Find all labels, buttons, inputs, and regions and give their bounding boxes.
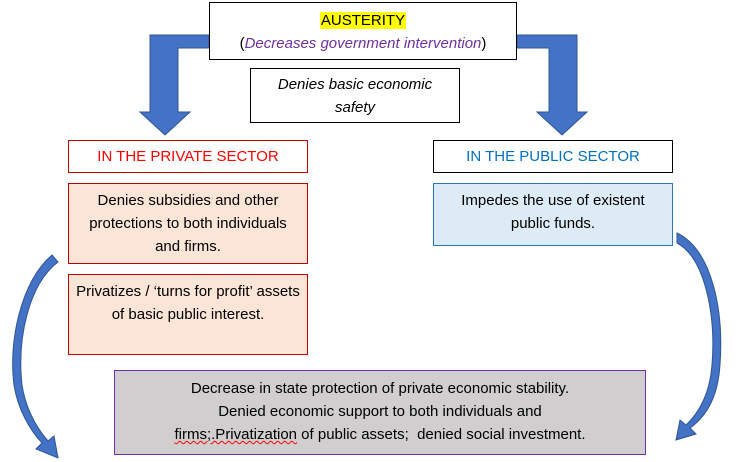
austerity-title: AUSTERITY xyxy=(319,12,407,29)
private-sector-item-subsidies: Denies subsidies and other protections t… xyxy=(68,183,308,264)
curved-arrow-left-icon xyxy=(12,254,59,459)
public-sector-header: IN THE PUBLIC SECTOR xyxy=(433,140,673,173)
outcome-line-3-rest: of public assets; denied social investme… xyxy=(297,426,586,443)
public-sector-item-funds: Impedes the use of existent public funds… xyxy=(433,183,673,246)
outcome-box: Decrease in state protection of private … xyxy=(114,370,646,455)
private-sector-item-privatizes: Privatizes / ‘turns for profit’ assets o… xyxy=(68,274,308,355)
outcome-line-2: Denied economic support to both individu… xyxy=(218,403,542,420)
curved-arrow-right-icon xyxy=(675,232,722,441)
austerity-subtitle: (Decreases government intervention) xyxy=(210,32,516,55)
austerity-box: AUSTERITY (Decreases government interven… xyxy=(209,2,517,60)
denies-safety-text: Denies basic economic safety xyxy=(277,76,433,116)
elbow-arrow-right-icon xyxy=(516,34,589,136)
close-paren: ) xyxy=(481,35,487,52)
outcome-line-3-flagged: firms;.Privatization xyxy=(174,426,298,443)
outcome-line-3: firms;.Privatization of public assets; d… xyxy=(123,423,637,446)
outcome-line-1: Decrease in state protection of private … xyxy=(190,380,570,397)
austerity-subtitle-text: Decreases government intervention xyxy=(244,35,482,52)
open-paren: ( xyxy=(239,35,245,52)
denies-safety-box: Denies basic economic safety xyxy=(250,68,460,123)
elbow-arrow-left-icon xyxy=(138,34,210,136)
private-sector-header: IN THE PRIVATE SECTOR xyxy=(68,140,308,173)
